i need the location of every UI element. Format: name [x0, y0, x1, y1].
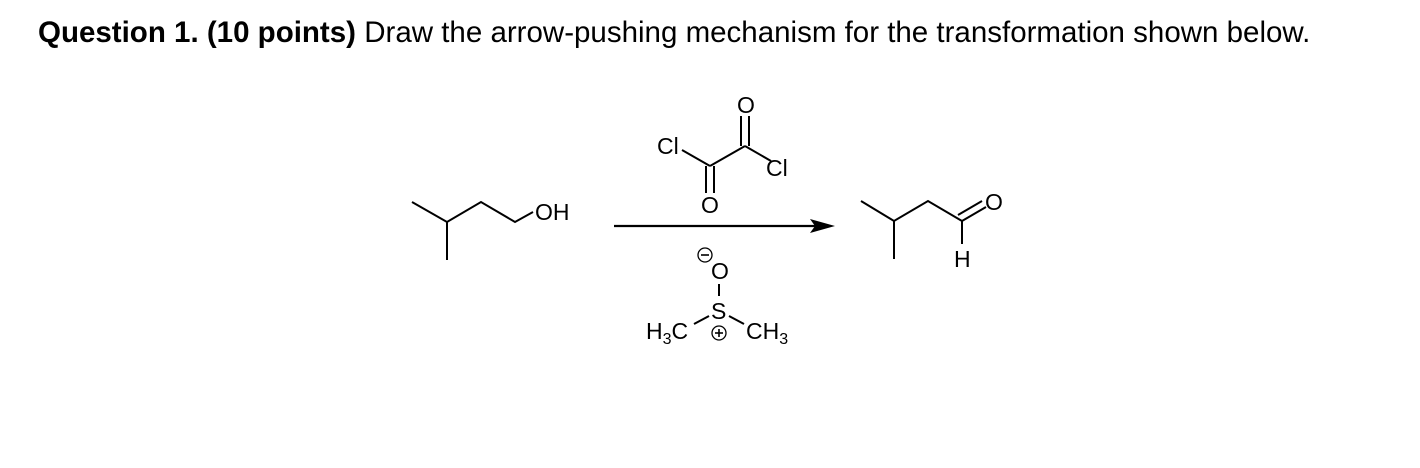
- s-ch3-right-bond: [728, 315, 745, 325]
- question-text: Question 1. (10 points) Draw the arrow-p…: [38, 14, 1382, 52]
- c-cl-left-bond: [681, 149, 711, 167]
- negative-charge-icon: [697, 247, 713, 263]
- product-chain-bonds: [860, 199, 963, 223]
- aldehyde-hydrogen-label: H: [954, 246, 971, 272]
- sulfur-label: S: [711, 298, 726, 324]
- oxygen-top-label: O: [737, 92, 755, 118]
- dmso-structure: O S H3C CH3: [646, 247, 788, 348]
- starting-material-structure: OH: [411, 199, 570, 260]
- question-number: Question 1.: [38, 16, 199, 49]
- c-c-bond: [709, 145, 746, 167]
- product-structure: O H: [860, 189, 1003, 272]
- arrow-head-icon: [810, 219, 835, 233]
- oxalyl-chloride-structure: Cl Cl O O: [657, 92, 788, 218]
- question-prompt: Draw the arrow-pushing mechanism for the…: [364, 16, 1311, 49]
- oxygen-bottom-label: O: [701, 192, 719, 218]
- methyl-left-label: H3C: [646, 318, 688, 348]
- reaction-arrow: [614, 219, 835, 233]
- hydroxyl-label: OH: [535, 199, 570, 225]
- chlorine-left-label: Cl: [657, 133, 679, 159]
- aldehyde-oxygen-label: O: [985, 189, 1003, 215]
- c-cl-right-bond: [744, 145, 772, 162]
- dmso-oxygen-label: O: [711, 258, 729, 284]
- aldehyde-co-bond-1: [961, 206, 987, 222]
- methyl-right-label: CH3: [746, 318, 788, 348]
- carbon-chain-bonds: [411, 200, 534, 224]
- question-points: (10 points): [206, 16, 356, 49]
- s-ch3-left-bond: [693, 315, 710, 325]
- positive-charge-icon: [711, 325, 727, 341]
- aldehyde-co-bond-2: [957, 200, 983, 216]
- chlorine-right-label: Cl: [766, 155, 788, 181]
